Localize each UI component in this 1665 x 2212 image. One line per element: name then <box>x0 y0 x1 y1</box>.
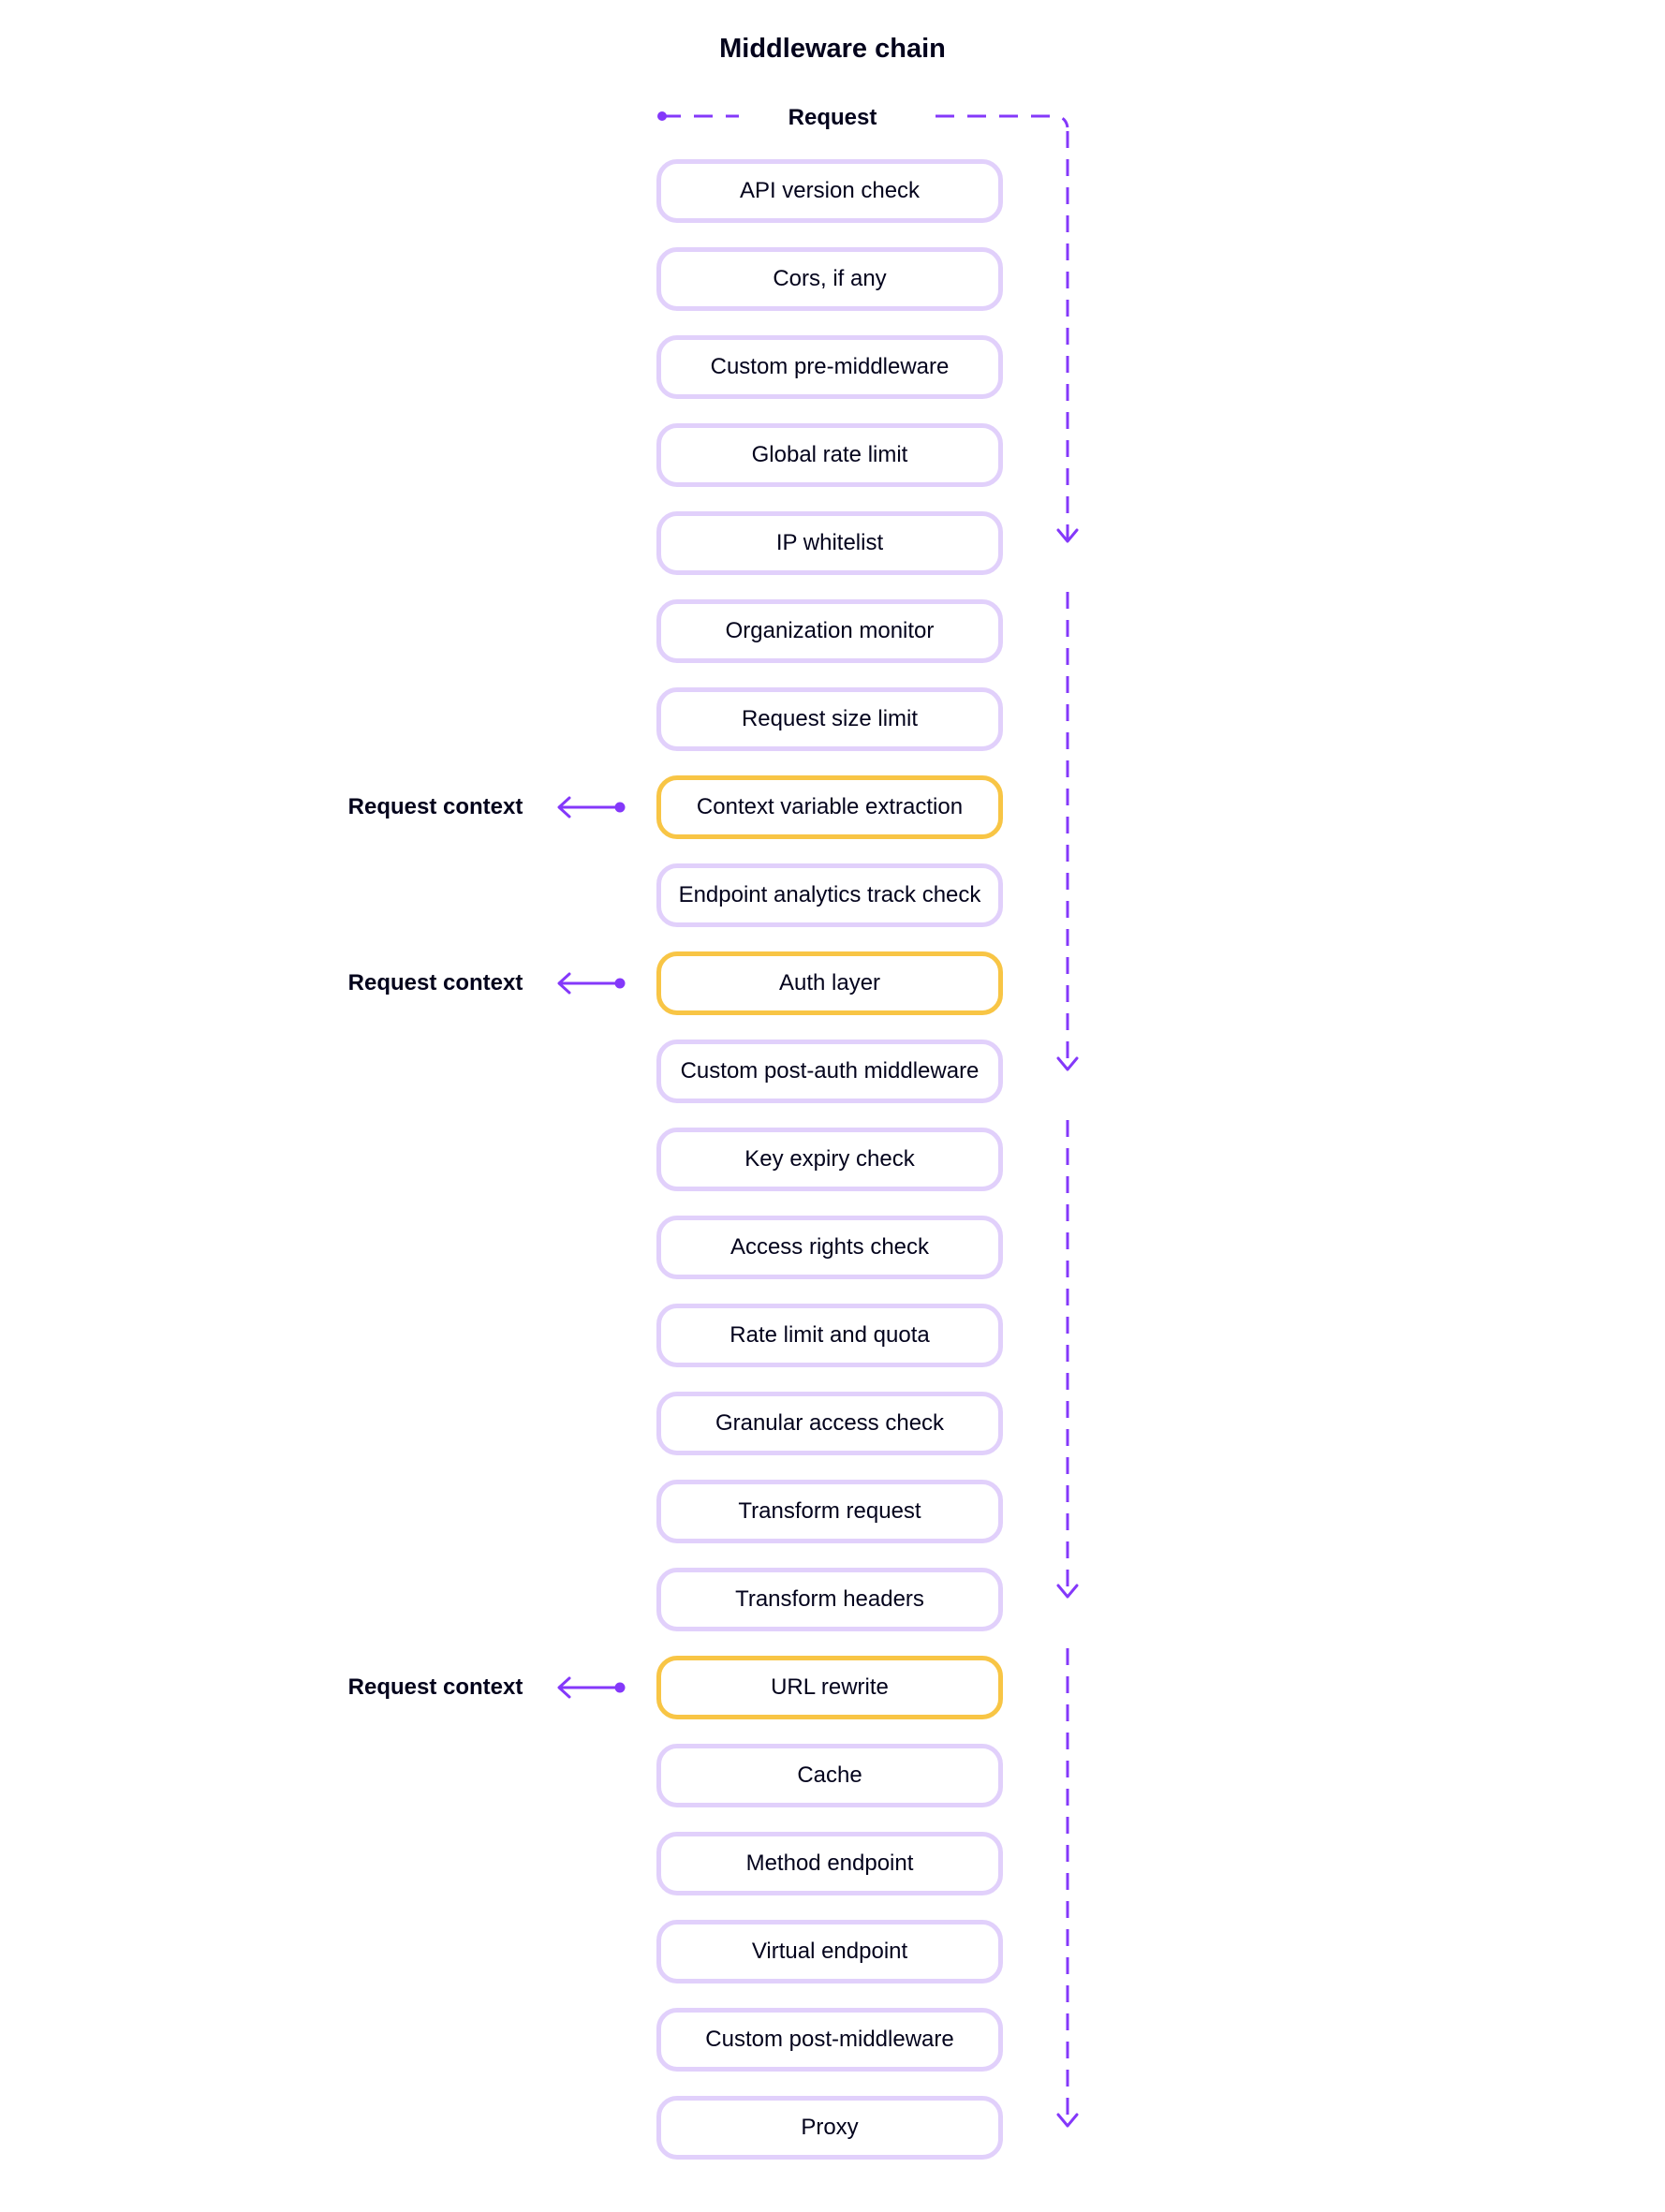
middleware-stage-label: Virtual endpoint <box>751 1939 908 1964</box>
flow-arrowhead <box>1056 1584 1079 1599</box>
middleware-stage: Virtual endpoint <box>656 1920 1003 1983</box>
middleware-stage: Organization monitor <box>656 599 1003 663</box>
middleware-stage: Transform request <box>656 1480 1003 1543</box>
middleware-stage-label: Custom pre-middleware <box>710 354 950 379</box>
flow-arrowhead <box>1056 1056 1079 1071</box>
middleware-stage: Custom post-middleware <box>656 2008 1003 2072</box>
middleware-stage-label: Organization monitor <box>725 618 935 643</box>
request-label: Request <box>739 101 926 135</box>
middleware-stage-label: Key expiry check <box>744 1146 915 1172</box>
flow-arrowhead <box>1056 528 1079 543</box>
middleware-stage: URL rewrite <box>656 1656 1003 1719</box>
middleware-stage-label: Custom post-middleware <box>705 2027 954 2052</box>
middleware-stage-label: Cache <box>797 1762 862 1788</box>
middleware-stage: Cache <box>656 1744 1003 1807</box>
middleware-stage-label: Auth layer <box>778 970 881 995</box>
middleware-stage-label: Access rights check <box>729 1234 930 1260</box>
middleware-stage: Global rate limit <box>656 423 1003 487</box>
middleware-stage: Key expiry check <box>656 1128 1003 1191</box>
request-context-label: Request context <box>347 1674 523 1700</box>
middleware-stage-label: IP whitelist <box>775 530 884 555</box>
request-line-right <box>904 114 1069 128</box>
middleware-stage: Access rights check <box>656 1216 1003 1279</box>
middleware-stage-label: URL rewrite <box>771 1674 889 1700</box>
middleware-stage: IP whitelist <box>656 511 1003 575</box>
middleware-stage: Granular access check <box>656 1392 1003 1455</box>
middleware-stage-label: Context variable extraction <box>696 794 964 819</box>
context-arrowhead <box>557 972 571 995</box>
middleware-stage-label: Proxy <box>801 2115 859 2140</box>
middleware-stage-label: Rate limit and quota <box>729 1322 930 1348</box>
middleware-stage-label: Granular access check <box>715 1410 945 1436</box>
context-arrowhead <box>557 796 571 818</box>
middleware-stage: Method endpoint <box>656 1832 1003 1895</box>
middleware-stage: Rate limit and quota <box>656 1304 1003 1367</box>
middleware-stage-label: Method endpoint <box>745 1851 914 1876</box>
flow-arrowhead <box>1056 2113 1079 2128</box>
middleware-stage: Proxy <box>656 2096 1003 2160</box>
middleware-stage: Cors, if any <box>656 247 1003 311</box>
middleware-stage-label: Transform request <box>738 1498 921 1524</box>
middleware-stage-label: Request size limit <box>741 706 919 731</box>
middleware-stage-label: API version check <box>739 178 921 203</box>
middleware-stage: Endpoint analytics track check <box>656 863 1003 927</box>
middleware-stage-label: Cors, if any <box>773 266 887 291</box>
middleware-stage-label: Transform headers <box>735 1586 924 1612</box>
middleware-stage-label: Global rate limit <box>751 442 908 467</box>
context-arrowhead <box>557 1676 571 1699</box>
diagram-title: Middleware chain <box>719 34 946 64</box>
middleware-stage: Context variable extraction <box>656 775 1003 839</box>
middleware-stage-label: Custom post-auth middleware <box>680 1058 980 1084</box>
middleware-stage-label: Endpoint analytics track check <box>678 882 981 907</box>
middleware-stage: API version check <box>656 159 1003 223</box>
middleware-stage: Auth layer <box>656 951 1003 1015</box>
middleware-stage: Transform headers <box>656 1568 1003 1631</box>
request-context-label: Request context <box>347 794 523 819</box>
middleware-stage: Request size limit <box>656 687 1003 751</box>
request-context-label: Request context <box>347 970 523 995</box>
middleware-stage: Custom pre-middleware <box>656 335 1003 399</box>
middleware-stage: Custom post-auth middleware <box>656 1040 1003 1103</box>
